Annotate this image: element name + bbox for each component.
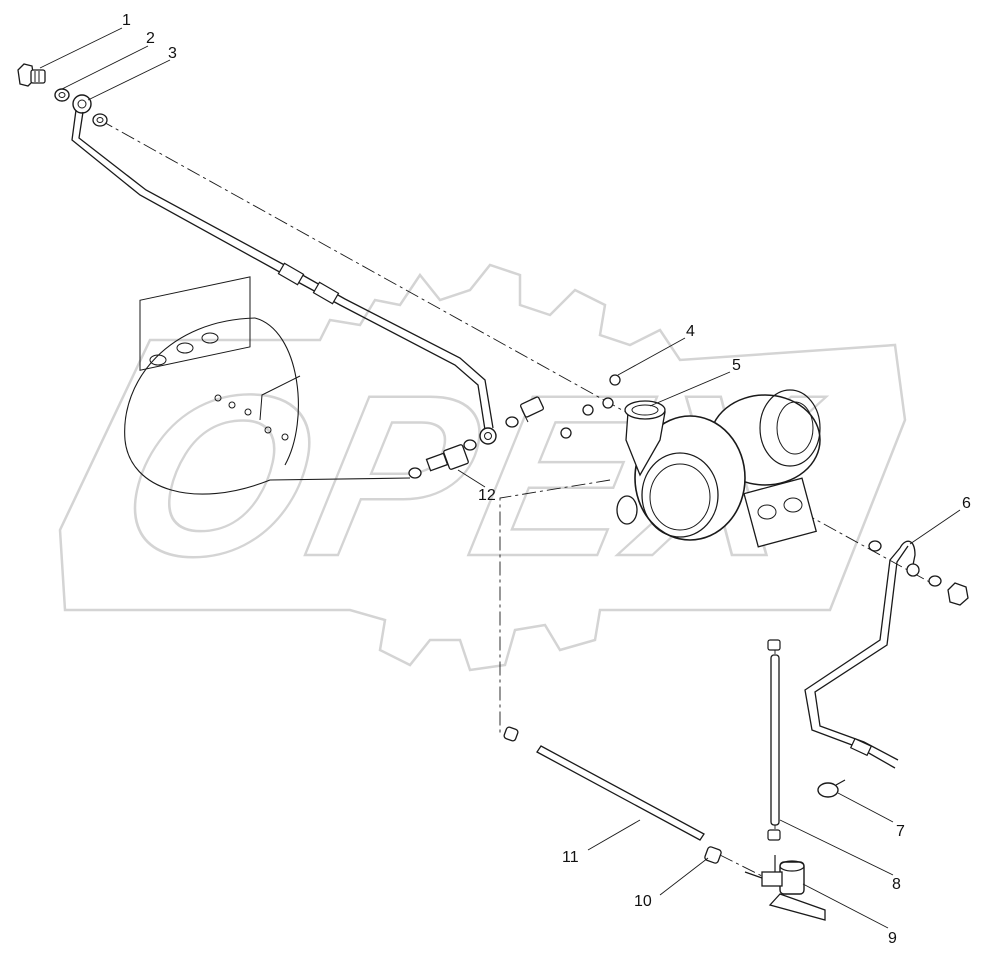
part-7-hose-clamp[interactable]: [817, 779, 846, 798]
callout-6: 6: [962, 495, 971, 512]
part-10-retaining-clip[interactable]: [503, 726, 722, 864]
part-1-banjo-bolt[interactable]: [17, 63, 46, 87]
callout-leaders: [39, 27, 961, 929]
callout-2: 2: [146, 30, 155, 47]
callout-5: 5: [732, 357, 741, 374]
callout-9: 9: [888, 930, 897, 947]
watermark-gear-outline: [58, 263, 907, 672]
callout-8: 8: [892, 876, 901, 893]
callout-4: 4: [686, 323, 695, 340]
callout-labels: 1 2 3 4 5 6 7 8 9 10 11 12: [122, 12, 971, 947]
centerline-drain: [499, 479, 611, 735]
callout-12: 12: [478, 487, 496, 504]
part-5-turbocharger[interactable]: [616, 389, 821, 548]
callout-10: 10: [634, 893, 652, 910]
callout-1: 1: [122, 12, 131, 29]
part-12-adapter-fitting[interactable]: [408, 444, 469, 479]
part-3-oil-feed-pipe[interactable]: [71, 94, 497, 445]
part-6-oil-return-pipe[interactable]: [804, 540, 969, 769]
callout-7: 7: [896, 823, 905, 840]
detail-view-inset: [124, 276, 411, 495]
part-2-sealing-washer[interactable]: [54, 88, 70, 102]
callout-11: 11: [562, 849, 579, 866]
centerline-valve: [719, 854, 771, 881]
callout-3: 3: [168, 45, 177, 62]
pipe-end-fittings[interactable]: [463, 396, 545, 451]
part-4-mounting-nuts[interactable]: [560, 374, 621, 439]
part-9-solenoid-valve[interactable]: [744, 855, 826, 921]
centerline-upper: [99, 119, 641, 421]
part-8-vacuum-hose[interactable]: [767, 639, 781, 841]
part-11-connecting-hose[interactable]: [536, 745, 705, 841]
